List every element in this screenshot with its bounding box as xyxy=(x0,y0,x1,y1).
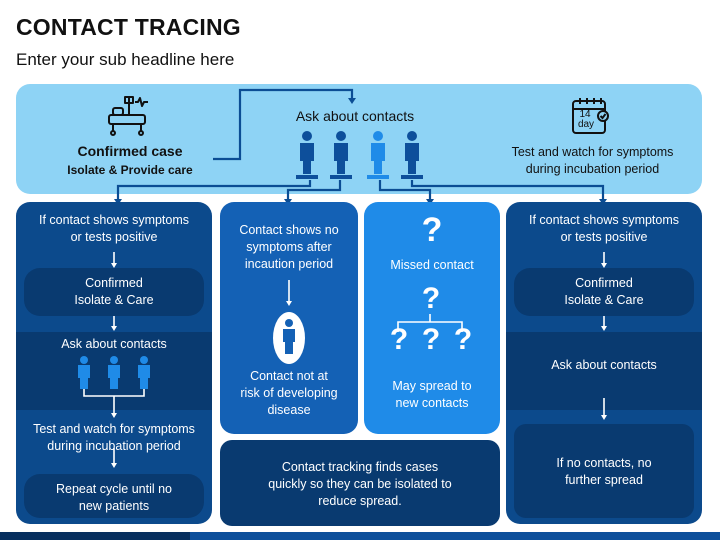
calendar-icon: 14 day xyxy=(570,96,610,136)
col4-symptoms-line1: If contact shows symptoms xyxy=(528,213,680,227)
contacts-people-group xyxy=(296,131,423,179)
confirmed-case-subtitle: Isolate & Provide care xyxy=(67,163,193,177)
col3-spread-line1: May spread to xyxy=(392,379,472,393)
person-icon xyxy=(401,131,423,179)
col1-confirmed-line1: Confirmed xyxy=(85,276,143,290)
col4-confirmed-line1: Confirmed xyxy=(575,276,633,290)
col1-repeat-pill xyxy=(24,474,204,518)
col3-spread-line2: new contacts xyxy=(395,396,469,410)
person-icon xyxy=(296,131,318,179)
column-missed-contact xyxy=(364,202,500,434)
test-watch-line1: Test and watch for symptoms xyxy=(511,145,674,159)
col1-symptoms-line1: If contact shows symptoms xyxy=(38,213,190,227)
col2-no-symptoms-line1: Contact shows no xyxy=(239,223,339,237)
footer-bar xyxy=(0,532,720,540)
summary-line3: reduce spread. xyxy=(318,494,402,508)
ask-contacts-band xyxy=(506,332,702,410)
col1-repeat-line2: new patients xyxy=(78,499,150,513)
person-icon xyxy=(330,131,352,179)
no-contacts-box xyxy=(514,424,694,518)
col1-confirmed-pill xyxy=(24,268,204,316)
col1-ask-label: Ask about contacts xyxy=(61,337,167,351)
summary-line2: quickly so they can be isolated to xyxy=(268,477,452,491)
col4-confirmed-line2: Isolate & Care xyxy=(564,293,644,307)
confirmed-case-title: Confirmed case xyxy=(77,143,183,159)
question-mark-icon: ? xyxy=(421,323,441,356)
question-mark-icon: ? xyxy=(421,211,443,249)
col1-test-line1: Test and watch for symptoms xyxy=(33,422,195,436)
page-title: CONTACT TRACING xyxy=(16,14,241,40)
summary-line1: Contact tracking finds cases xyxy=(281,460,439,474)
col1-confirmed-line2: Isolate & Care xyxy=(74,293,154,307)
col2-not-at-risk-line2: risk of developing xyxy=(240,386,338,400)
page-subtitle: Enter your sub headline here xyxy=(16,50,235,69)
test-watch-line2: during incubation period xyxy=(525,162,660,176)
col4-arrows xyxy=(601,252,607,420)
footer-bar-accent xyxy=(0,532,190,540)
col3-missed-label: Missed contact xyxy=(390,258,474,272)
summary-box xyxy=(220,440,500,526)
col1-arrows-and-people xyxy=(78,252,150,468)
question-mark-icon: ? xyxy=(389,323,409,356)
col2-not-at-risk-line1: Contact not at xyxy=(250,369,328,383)
question-mark-icon: ? xyxy=(453,323,473,356)
col2-no-symptoms-line3: incaution period xyxy=(244,257,334,271)
col4-ask-label: Ask about contacts xyxy=(551,358,657,372)
col1-repeat-line1: Repeat cycle until no xyxy=(55,482,173,496)
calendar-day-unit: day xyxy=(577,119,595,130)
col4-no-contacts-line1: If no contacts, no xyxy=(556,456,652,470)
col2-no-symptoms-line2: symptoms after xyxy=(246,240,332,254)
col2-not-at-risk-line3: disease xyxy=(267,403,311,417)
col3-tree-lines xyxy=(397,314,463,332)
question-mark-icon: ? xyxy=(421,282,441,315)
col1-symptoms-line2: or tests positive xyxy=(70,230,158,244)
person-icon xyxy=(367,131,389,179)
col1-test-line2: during incubation period xyxy=(47,439,181,453)
safe-person-icon xyxy=(273,280,305,364)
column-no-further-spread xyxy=(506,202,702,524)
hospital-bed-icon xyxy=(108,96,148,136)
col4-symptoms-line2: or tests positive xyxy=(560,230,648,244)
col4-confirmed-pill xyxy=(514,268,694,316)
col4-no-contacts-line2: further spread xyxy=(565,473,643,487)
ask-contacts-label: Ask about contacts xyxy=(295,108,415,124)
calendar-day-number: 14 xyxy=(579,109,591,120)
